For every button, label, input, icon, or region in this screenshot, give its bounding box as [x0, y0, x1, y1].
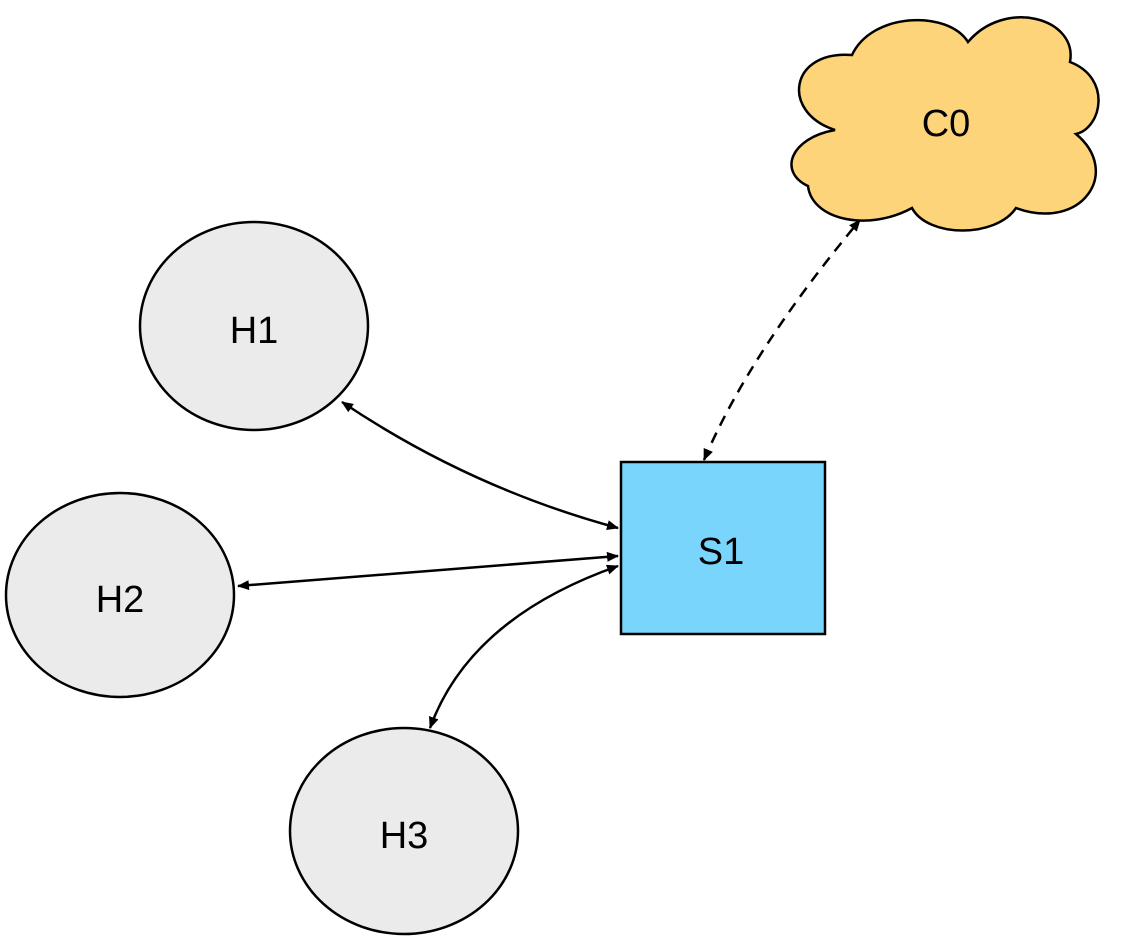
- node-c0[interactable]: C0: [790, 16, 1100, 232]
- edge-h3-s1: [428, 564, 619, 729]
- node-h1[interactable]: H1: [138, 220, 370, 432]
- node-h2[interactable]: H2: [4, 491, 236, 699]
- edge-s1-c0: [702, 219, 861, 461]
- node-label: H3: [380, 815, 429, 857]
- edge-h1-s1: [341, 400, 619, 530]
- host-ellipse: [4, 491, 236, 699]
- cloud-shape: [790, 16, 1100, 232]
- node-label: H1: [230, 310, 279, 352]
- edge-h2-s1: [237, 551, 619, 591]
- switch-rect: [619, 460, 827, 636]
- node-label: C0: [922, 103, 971, 145]
- node-label: H2: [96, 579, 145, 621]
- host-ellipse: [138, 220, 370, 432]
- node-s1[interactable]: S1: [619, 460, 827, 636]
- node-label: S1: [698, 531, 744, 573]
- host-ellipse: [288, 726, 520, 936]
- node-h3[interactable]: H3: [288, 726, 520, 936]
